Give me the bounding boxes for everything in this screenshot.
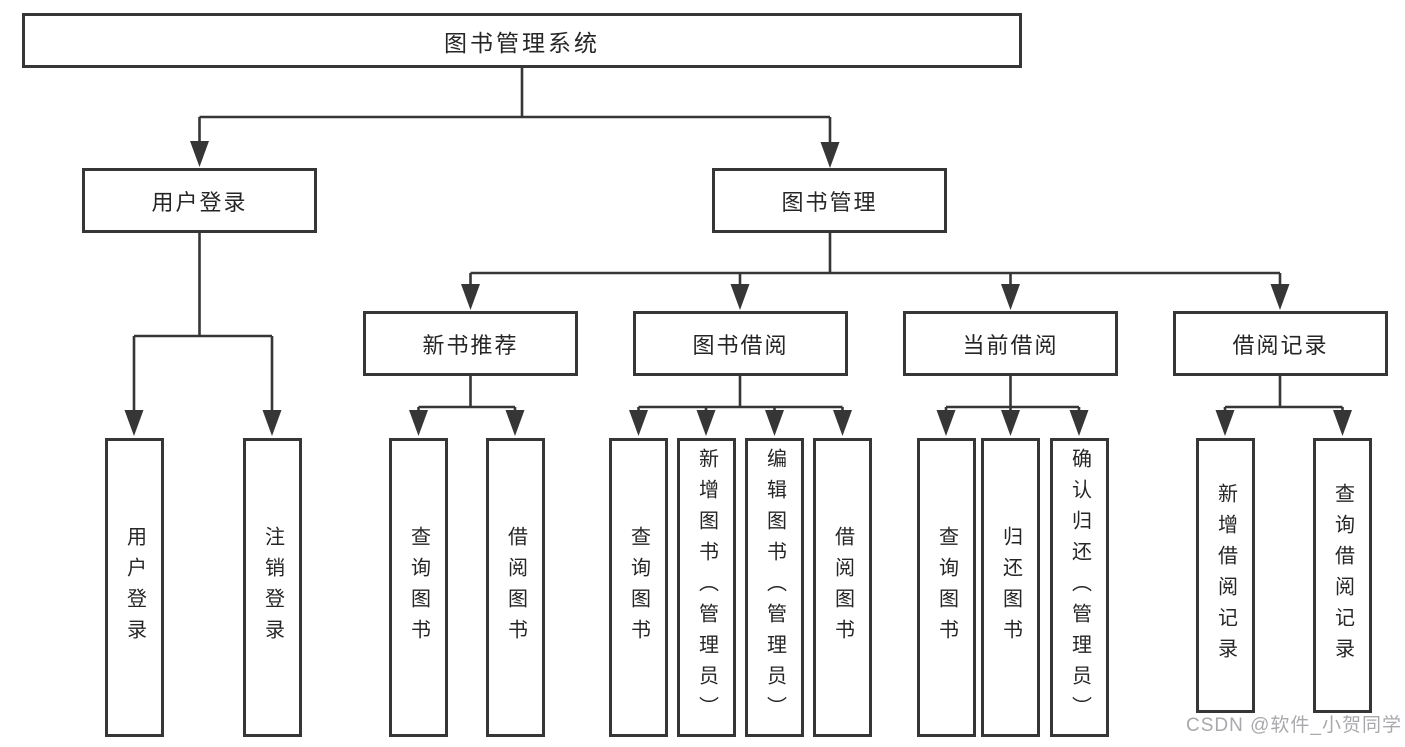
node-leaf-cb-return-books: 归还图书 <box>981 438 1040 737</box>
node-user-login: 用户登录 <box>82 168 317 233</box>
node-leaf-br-add-record: 新增借阅记录 <box>1196 438 1255 713</box>
node-leaf-logout: 注销登录 <box>243 438 302 737</box>
node-leaf-bb-edit-books-admin: 编辑图书（管理员） <box>745 438 804 737</box>
node-leaf-nb-borrow-books: 借阅图书 <box>486 438 545 737</box>
node-book-management: 图书管理 <box>712 168 947 233</box>
node-leaf-cb-confirm-return-admin: 确认归还（管理员） <box>1050 438 1109 737</box>
node-borrow-records: 借阅记录 <box>1173 311 1388 376</box>
node-new-book-recommend: 新书推荐 <box>363 311 578 376</box>
node-current-borrow: 当前借阅 <box>903 311 1118 376</box>
node-leaf-cb-query-books: 查询图书 <box>917 438 976 737</box>
node-leaf-user-login: 用户登录 <box>105 438 164 737</box>
node-leaf-bb-query-books: 查询图书 <box>609 438 668 737</box>
node-book-borrow: 图书借阅 <box>633 311 848 376</box>
node-leaf-bb-add-books-admin: 新增图书（管理员） <box>677 438 736 737</box>
node-leaf-bb-borrow-books: 借阅图书 <box>813 438 872 737</box>
csdn-watermark: CSDN @软件_小贺同学 <box>1186 715 1402 736</box>
node-leaf-nb-query-books: 查询图书 <box>389 438 448 737</box>
node-leaf-br-query-record: 查询借阅记录 <box>1313 438 1372 713</box>
node-root-system: 图书管理系统 <box>22 13 1022 68</box>
